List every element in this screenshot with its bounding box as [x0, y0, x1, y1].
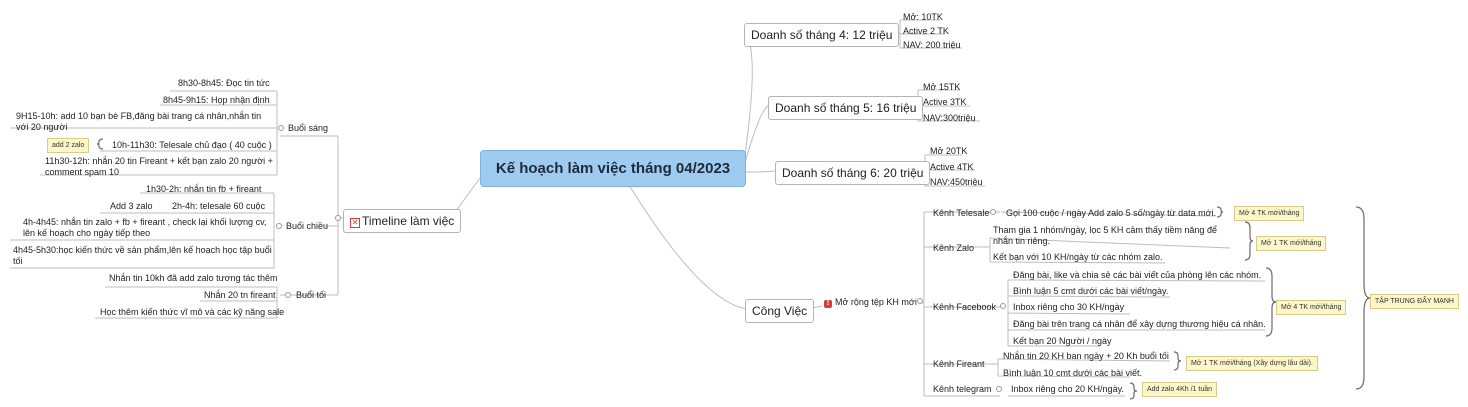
- thang5-item-2: Active 3TK: [923, 97, 967, 107]
- note-fireant: Mở 1 TK mới/tháng (Xây dựng lâu dài).: [1186, 356, 1318, 371]
- sang-item-1: 8h30-8h45: Đọc tin tức: [178, 78, 270, 88]
- zalo-item-1: Tham gia 1 nhóm/ngày, lọc 5 KH cảm thấy …: [993, 225, 1217, 246]
- collapse-toggle[interactable]: [335, 215, 341, 221]
- collapse-toggle[interactable]: [917, 298, 923, 304]
- priority-icon: !: [824, 300, 832, 308]
- buoi-chieu[interactable]: Buổi chiều: [286, 221, 329, 231]
- chieu-item-3: 4h-4h45: nhắn tin zalo + fb + fireant , …: [23, 217, 267, 238]
- facebook-item-1: Đăng bài, like và chia sẻ các bài viết c…: [1013, 270, 1262, 280]
- branch-cong-viec[interactable]: Công Việc: [745, 299, 815, 323]
- thang4-item-2: Active 2 TK: [903, 26, 949, 36]
- toi-item-2: Nhắn 20 tn fireant: [204, 290, 276, 300]
- thang6-item-2: Active 4TK: [930, 162, 974, 172]
- chieu-item-4: 4h45-5h30:học kiến thức về sản phẩm,lên …: [13, 245, 272, 266]
- zalo-item-2: Kết bạn với 10 KH/ngày từ các nhóm zalo.: [993, 252, 1163, 262]
- telesale-item-1: Gọi 100 cuộc / ngày Add zalo 5 số/ngày t…: [1006, 208, 1217, 218]
- buoi-toi[interactable]: Buổi tối: [296, 290, 327, 300]
- close-icon: ✕: [350, 218, 360, 228]
- kenh-fireant[interactable]: Kênh Fireant: [933, 359, 985, 369]
- thang6-item-3: NAV:450triệu: [930, 177, 983, 187]
- collapse-toggle[interactable]: [990, 209, 996, 215]
- facebook-item-4: Đăng bài trên trang cá nhân để xây dựng …: [1013, 319, 1266, 329]
- collapse-toggle[interactable]: [285, 292, 291, 298]
- sang-item-2: 8h45-9h15: Họp nhận định: [163, 95, 270, 105]
- toi-item-3: Học thêm kiến thức vĩ mô và các kỹ năng …: [100, 307, 285, 317]
- note-tap-trung: TẬP TRUNG ĐẨY MẠNH: [1370, 294, 1459, 309]
- note-telesale: Mở 4 TK mới/tháng: [1234, 206, 1305, 221]
- mo-rong-tep-kh[interactable]: !Mở rộng tệp KH mới: [824, 297, 917, 308]
- note-zalo: Mở 1 TK mới/tháng: [1256, 236, 1327, 251]
- telegram-item-1: Inbox riêng cho 20 KH/ngày.: [1011, 384, 1124, 394]
- kenh-facebook[interactable]: Kênh Facebook: [933, 302, 997, 312]
- facebook-item-3: Inbox riêng cho 30 KH/ngày: [1013, 302, 1125, 312]
- chieu-prefix: Add 3 zalo: [110, 201, 153, 211]
- fireant-item-2: Bình luận 10 cmt dưới các bài viết.: [1003, 368, 1142, 378]
- timeline-label: Timeline làm việc: [362, 214, 455, 228]
- facebook-item-5: Kết bạn 20 Người / ngày: [1013, 336, 1112, 346]
- kenh-telesale[interactable]: Kênh Telesale: [933, 208, 990, 218]
- note-telegram: Add zalo 4Kh /1 tuần: [1142, 382, 1217, 397]
- chieu-item-1: 1h30-2h: nhắn tin fb + fireant: [146, 184, 262, 194]
- branch-thang6[interactable]: Doanh số tháng 6: 20 triệu: [775, 161, 931, 185]
- sang-item-3: 9H15-10h: add 10 bạn bè FB,đăng bài tran…: [16, 111, 262, 132]
- collapse-toggle[interactable]: [1000, 303, 1006, 309]
- thang6-item-1: Mở 20TK: [930, 146, 968, 156]
- thang5-item-1: Mở 15TK: [923, 82, 961, 92]
- thang5-item-3: NAV:300triệu: [923, 113, 976, 123]
- sang-item-5: 11h30-12h: nhắn 20 tin Fireant + kết bạn…: [45, 156, 273, 177]
- central-topic[interactable]: Kế hoạch làm việc tháng 04/2023: [480, 150, 746, 187]
- kenh-telegram[interactable]: Kênh telegram: [933, 384, 992, 394]
- chieu-item-2: 2h-4h: telesale 60 cuộc: [172, 201, 266, 211]
- kenh-zalo[interactable]: Kênh Zalo: [933, 243, 975, 253]
- facebook-item-2: Bình luận 5 cmt dưới các bài viết/ngày.: [1013, 286, 1169, 296]
- fireant-item-1: Nhắn tin 20 KH ban ngày + 20 Kh buổi tối: [1003, 351, 1169, 361]
- mo-rong-label: Mở rộng tệp KH mới: [835, 297, 917, 307]
- collapse-toggle[interactable]: [276, 223, 282, 229]
- toi-item-1: Nhắn tin 10kh đã add zalo tương tác thêm: [109, 273, 278, 283]
- branch-timeline[interactable]: ✕Timeline làm việc: [343, 209, 462, 233]
- note-facebook: Mở 4 TK mới/tháng: [1276, 300, 1347, 315]
- collapse-toggle[interactable]: [278, 125, 284, 131]
- buoi-sang[interactable]: Buổi sáng: [288, 123, 329, 133]
- branch-thang5[interactable]: Doanh số tháng 5: 16 triệu: [768, 96, 924, 120]
- note-add-2-zalo: add 2 zalo: [47, 138, 90, 153]
- collapse-toggle[interactable]: [996, 386, 1002, 392]
- branch-thang4[interactable]: Doanh số tháng 4: 12 triệu: [744, 23, 900, 47]
- sang-item-4: 10h-11h30: Telesale chủ đạo ( 40 cuộc ): [112, 140, 272, 150]
- thang4-item-3: NAV: 200 triệu: [903, 40, 961, 50]
- thang4-item-1: Mở: 10TK: [903, 12, 943, 22]
